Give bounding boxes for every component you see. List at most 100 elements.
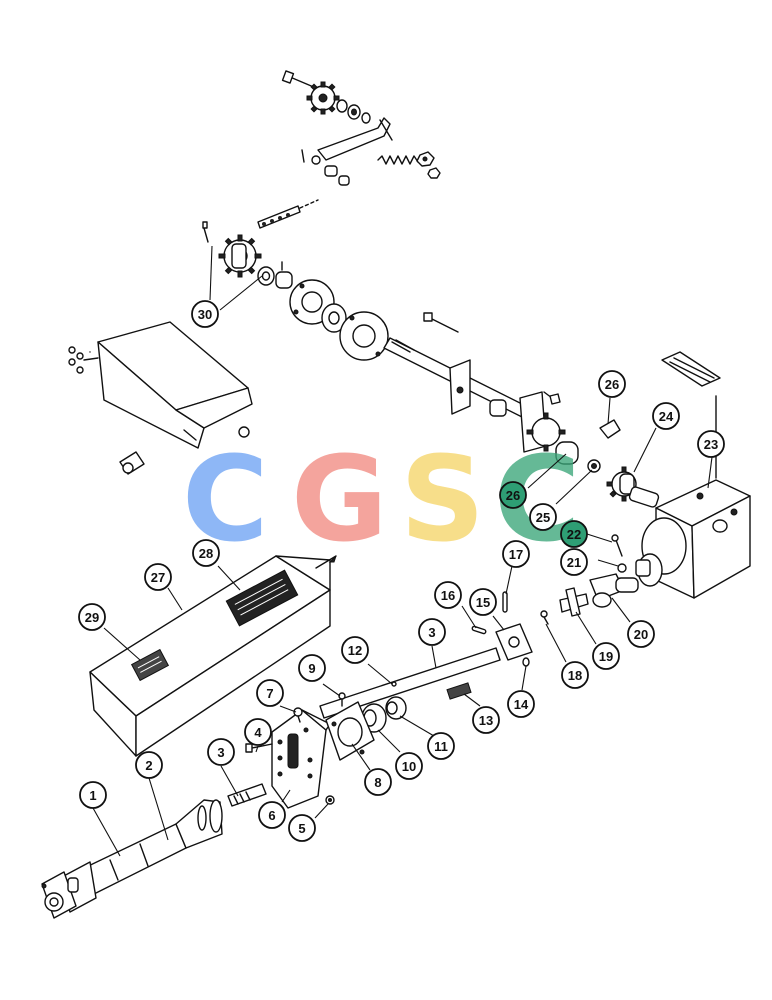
callout-label: 6 <box>268 808 275 823</box>
callout-circle <box>502 540 530 568</box>
callout-11: 11 <box>427 732 455 760</box>
callout-label: 2 <box>145 758 152 773</box>
callout-2: 2 <box>135 751 163 779</box>
callout-label: 30 <box>198 307 212 322</box>
callout-12: 12 <box>341 636 369 664</box>
callout-circle <box>592 642 620 670</box>
callouts: 1234356789101112131415161718192021222324… <box>78 300 725 842</box>
callout-3: 3 <box>418 618 446 646</box>
callout-label: 9 <box>308 661 315 676</box>
callout-21: 21 <box>560 548 588 576</box>
callout-label: 29 <box>85 610 99 625</box>
callout-circle <box>244 718 272 746</box>
callout-label: 3 <box>428 625 435 640</box>
callout-18: 18 <box>561 661 589 689</box>
idler-sprocket-assembly <box>281 70 441 186</box>
watermark-letter-s: S <box>400 430 485 568</box>
callout-circle <box>78 603 106 631</box>
callout-label: 5 <box>298 821 305 836</box>
callout-7: 7 <box>256 679 284 707</box>
callout-26: 26 <box>598 370 626 398</box>
callout-label: 11 <box>434 739 448 754</box>
callout-16: 16 <box>434 581 462 609</box>
callout-label: 27 <box>151 570 165 585</box>
callout-label: 26 <box>605 377 619 392</box>
callout-29: 29 <box>78 603 106 631</box>
callout-label: 3 <box>217 745 224 760</box>
callout-circle <box>529 503 557 531</box>
callout-label: 14 <box>514 697 529 712</box>
callout-circle <box>561 661 589 689</box>
callout-circle <box>560 548 588 576</box>
callout-3: 3 <box>207 738 235 766</box>
callout-circle <box>418 618 446 646</box>
callout-8: 8 <box>364 768 392 796</box>
drive-chain-and-sprocket <box>202 199 389 361</box>
leader-lines <box>92 245 713 857</box>
callout-circle <box>598 370 626 398</box>
callout-circle <box>258 801 286 829</box>
callout-circle <box>298 654 326 682</box>
lower-shield-cover <box>89 555 337 757</box>
callout-13: 13 <box>472 706 500 734</box>
callout-1: 1 <box>79 781 107 809</box>
callout-label: 23 <box>704 437 718 452</box>
callout-20: 20 <box>627 620 655 648</box>
callout-circle <box>192 539 220 567</box>
callout-label: 15 <box>476 595 490 610</box>
callout-label: 17 <box>509 547 523 562</box>
callout-label: 7 <box>266 686 273 701</box>
callout-label: 24 <box>659 409 674 424</box>
callout-label: 10 <box>402 759 416 774</box>
callout-label: 18 <box>568 668 582 683</box>
pto-driveline <box>41 799 223 919</box>
callout-label: 13 <box>479 713 493 728</box>
callout-24: 24 <box>652 402 680 430</box>
callout-label: 8 <box>374 775 381 790</box>
callout-5: 5 <box>288 814 316 842</box>
callout-circle <box>364 768 392 796</box>
callout-15: 15 <box>469 588 497 616</box>
callout-27: 27 <box>144 563 172 591</box>
callout-circle <box>395 752 423 780</box>
callout-circle <box>207 738 235 766</box>
callout-label: 25 <box>536 510 550 525</box>
callout-label: 16 <box>441 588 455 603</box>
mounting-bracket <box>227 692 375 809</box>
callout-circle <box>627 620 655 648</box>
callout-label: 19 <box>599 649 613 664</box>
callout-circle <box>507 690 535 718</box>
callout-10: 10 <box>395 752 423 780</box>
main-shaft-assembly <box>383 312 637 502</box>
callout-label: 28 <box>199 546 213 561</box>
callout-label: 1 <box>89 788 96 803</box>
callout-circle <box>191 300 219 328</box>
callout-circle <box>427 732 455 760</box>
callout-label: 21 <box>567 555 581 570</box>
callout-25: 25 <box>529 503 557 531</box>
callout-circle <box>469 588 497 616</box>
callout-4: 4 <box>244 718 272 746</box>
callout-26: 26 <box>499 481 527 509</box>
watermark-letter-g: G <box>291 430 388 568</box>
upper-shield-cover <box>68 321 253 475</box>
callout-17: 17 <box>502 540 530 568</box>
callout-circle <box>697 430 725 458</box>
callout-23: 23 <box>697 430 725 458</box>
callout-28: 28 <box>192 539 220 567</box>
u-joint-yokes <box>471 534 639 667</box>
callout-circle <box>652 402 680 430</box>
callout-label: 4 <box>254 725 262 740</box>
callout-19: 19 <box>592 642 620 670</box>
callout-9: 9 <box>298 654 326 682</box>
callout-label: 12 <box>348 643 362 658</box>
callout-circle <box>144 563 172 591</box>
callout-22: 22 <box>560 520 588 548</box>
gearbox <box>628 351 751 599</box>
callout-label: 26 <box>506 488 520 503</box>
callout-circle <box>560 520 588 548</box>
callout-circle <box>434 581 462 609</box>
callout-circle <box>499 481 527 509</box>
callout-circle <box>135 751 163 779</box>
callout-14: 14 <box>507 690 535 718</box>
